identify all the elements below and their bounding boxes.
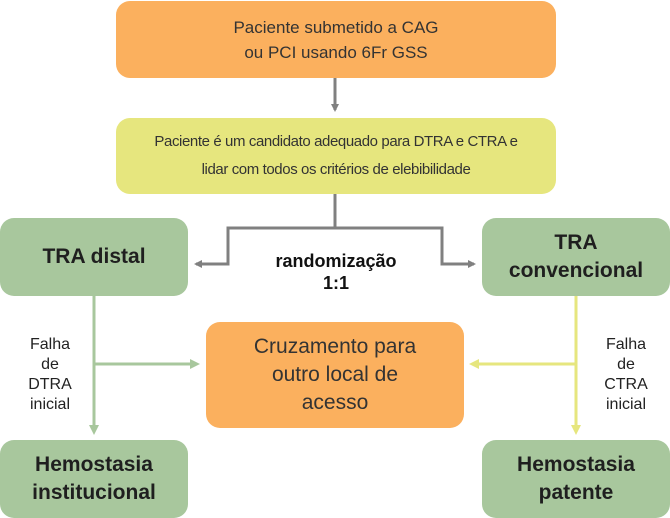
fail-dtra-line-1: Falha [29,336,71,353]
node-criteria-line-2: lidar com todos os critérios de elebibil… [201,161,471,178]
node-tra-convencional: TRA convencional [482,218,670,296]
node-criteria-line-1: Paciente é um candidato adequado para DT… [154,133,518,150]
node-hemostasia-institucional-line-1: Hemostasia [35,453,153,476]
node-crossover-line-3: acesso [301,391,369,414]
fail-dtra-line-3: DTRA [28,376,72,393]
fail-dtra-label: Falha de DTRA inicial [18,335,82,415]
fail-ctra-line-4: inicial [605,396,646,413]
node-hemostasia-patente: Hemostasia patente [482,440,670,518]
randomization-label-line-2: 1:1 [322,273,349,293]
fail-ctra-label: Falha de CTRA inicial [594,335,658,415]
node-hemostasia-institucional: Hemostasia institucional [0,440,188,518]
fail-ctra-line-2: de [617,356,635,373]
fail-dtra-line-4: inicial [29,396,70,413]
randomization-split-line-right [335,226,476,268]
randomization-label: randomização 1:1 [248,250,424,294]
node-tra-convencional-line-2: convencional [508,259,644,282]
node-crossover: Cruzamento para outro local de acesso [206,322,464,428]
node-hemostasia-patente-line-1: Hemostasia [517,453,635,476]
node-start-line-1: Paciente submetido a CAG [233,17,439,37]
node-tra-distal-label: TRA distal [42,245,146,268]
node-crossover-line-1: Cruzamento para [253,335,417,358]
fail-ctra-line-1: Falha [605,336,647,353]
node-crossover-line-2: outro local de [271,363,399,386]
node-start-line-2: ou PCI usando 6Fr GSS [244,42,428,62]
node-tra-distal: TRA distal [0,218,188,296]
fail-dtra-line-2: de [41,356,59,373]
node-hemostasia-institucional-line-2: institucional [32,481,156,504]
node-tra-convencional-line-1: TRA [554,231,598,254]
node-start: Paciente submetido a CAG ou PCI usando 6… [116,1,556,78]
node-hemostasia-patente-line-2: patente [538,481,614,504]
randomization-label-line-1: randomização [275,251,397,271]
randomization-split-line [194,193,337,268]
node-criteria: Paciente é um candidato adequado para DT… [116,118,556,194]
fail-ctra-line-3: CTRA [604,376,648,393]
